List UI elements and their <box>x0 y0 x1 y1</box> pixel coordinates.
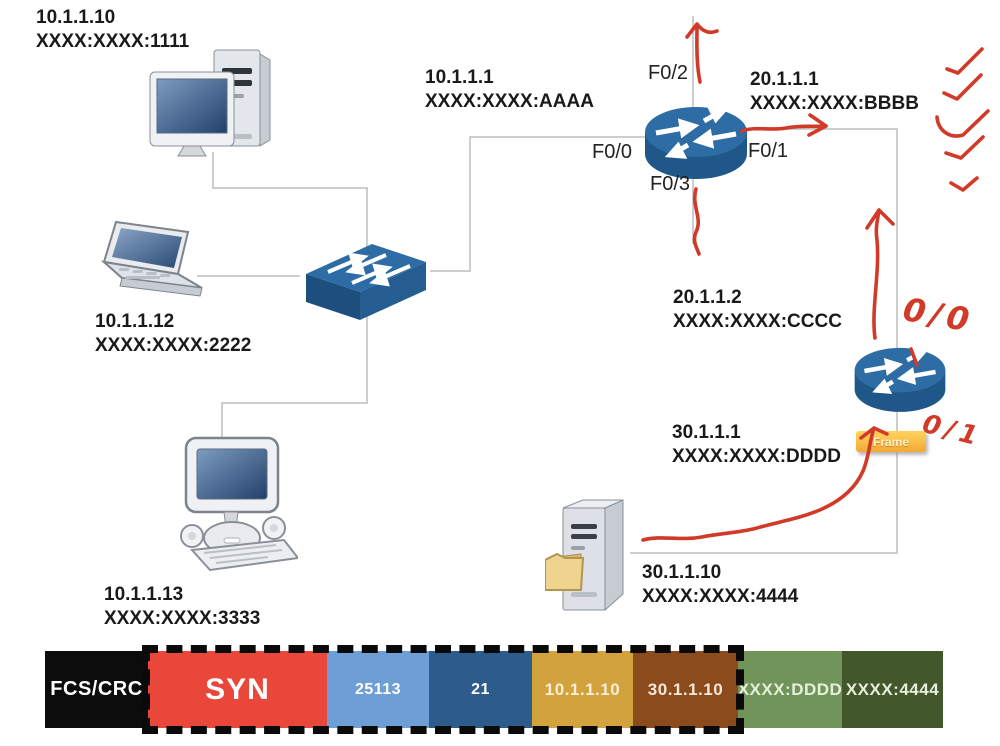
red-up-arrow-icon <box>685 22 719 84</box>
router2-wan-mac: XXXX:XXXX:DDDD <box>672 446 841 467</box>
red-right-arrow-icon <box>740 113 828 137</box>
pc3-mac: XXXX:XXXX:3333 <box>104 608 261 629</box>
folder-icon <box>545 552 585 591</box>
router-icon <box>854 347 946 412</box>
iface-f0-1-label: F0/1 <box>748 140 789 162</box>
router1-wan-mac: XXXX:XXXX:BBBB <box>750 93 919 114</box>
red-checkmark-icon <box>945 47 984 75</box>
packet-field-src-port: 25113 <box>327 651 429 728</box>
packet-field-dst-mac: XXXX:4444 <box>842 651 943 728</box>
red-checkmark-icon <box>949 176 979 192</box>
pc3-label: 10.1.1.13 XXXX:XXXX:3333 <box>104 583 260 631</box>
red-up-arrow-icon <box>865 208 895 340</box>
packet-field-tcp-flag: SYN <box>148 651 327 728</box>
handwritten-interface-0-0: 0/0 <box>900 290 977 340</box>
desktop-pc-icon <box>149 49 271 157</box>
router1-lan-mac: XXXX:XXXX:AAAA <box>425 91 594 112</box>
router2-wan-label: 30.1.1.1 XXXX:XXXX:DDDD <box>672 421 841 469</box>
pc1-ip: 10.1.1.10 <box>36 7 116 28</box>
iface-f0-2-label: F0/2 <box>648 62 689 84</box>
router1-lan-ip: 10.1.1.1 <box>425 67 494 88</box>
red-checkmark-icon <box>942 73 983 101</box>
iface-f0-0-label: F0/0 <box>592 141 633 163</box>
red-squiggle-icon <box>692 187 701 256</box>
iface-f0-3-label: F0/3 <box>650 173 691 195</box>
red-checkmark-icon <box>944 135 985 160</box>
server-mac: XXXX:XXXX:4444 <box>642 586 799 607</box>
workstation-icon <box>180 436 298 572</box>
red-checkmark-icon <box>935 109 990 138</box>
server-label: 30.1.1.10 XXXX:XXXX:4444 <box>642 561 798 609</box>
router-icon <box>645 106 747 179</box>
router2-lan-mac: XXXX:XXXX:CCCC <box>673 311 842 332</box>
server-icon <box>545 499 624 612</box>
packet-field-dst-port: 21 <box>429 651 532 728</box>
handwritten-interface-0-1: 0/1 <box>919 409 986 453</box>
router2-lan-ip: 20.1.1.2 <box>673 287 742 308</box>
switch-icon <box>306 244 426 320</box>
router1-lan-label: 10.1.1.1 XXXX:XXXX:AAAA <box>425 66 594 114</box>
packet-field-dst-ip: 30.1.1.10 <box>633 651 738 728</box>
router2-lan-label: 20.1.1.2 XXXX:XXXX:CCCC <box>673 286 842 334</box>
laptop-ip: 10.1.1.12 <box>95 311 175 332</box>
packet-field-fcs-crc: FCS/CRC <box>45 651 148 728</box>
pc1-mac: XXXX:XXXX:1111 <box>36 31 190 52</box>
router2-wan-ip: 30.1.1.1 <box>672 422 741 443</box>
packet-field-bar: FCS/CRC SYN 25113 21 10.1.1.10 30.1.1.10… <box>45 651 943 728</box>
server-ip: 30.1.1.10 <box>642 562 722 583</box>
router1-wan-ip: 20.1.1.1 <box>750 69 819 90</box>
laptop-mac: XXXX:XXXX:2222 <box>95 335 252 356</box>
laptop-icon <box>100 220 203 297</box>
packet-field-src-mac: XXXX:DDDD <box>738 651 842 728</box>
pc1-label: 10.1.1.10 XXXX:XXXX:1111 <box>36 6 189 54</box>
frame-tag: Frame <box>856 431 926 452</box>
laptop-label: 10.1.1.12 XXXX:XXXX:2222 <box>95 310 251 358</box>
pc3-ip: 10.1.1.13 <box>104 584 184 605</box>
packet-field-src-ip: 10.1.1.10 <box>532 651 633 728</box>
router1-wan-label: 20.1.1.1 XXXX:XXXX:BBBB <box>750 68 919 116</box>
frame-tag-label: Frame <box>872 434 910 449</box>
